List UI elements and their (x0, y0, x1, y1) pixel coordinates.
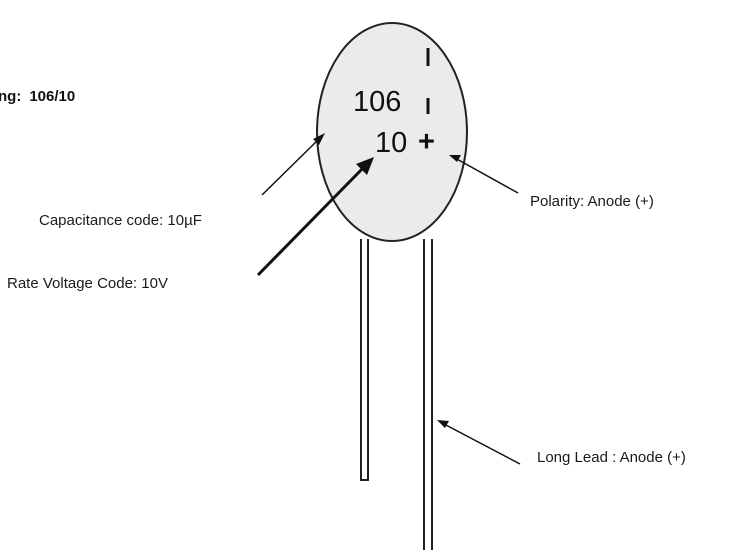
marking-text: ng: 106/10 (0, 88, 75, 105)
long-lead (423, 239, 433, 550)
voltage-code-on-body: 10 (375, 127, 408, 159)
long-lead-arrowhead (437, 420, 449, 428)
polarity-arrowhead (449, 155, 461, 162)
voltage-label: Rate Voltage Code: 10V (7, 275, 168, 292)
capacitance-arrowhead (313, 133, 325, 145)
polarity-plus-sign: + (418, 126, 435, 158)
capacitance-label: Capacitance code: 10µF (39, 212, 202, 229)
polarity-label: Polarity: Anode (+) (530, 193, 654, 210)
capacitor-body (316, 22, 468, 242)
capacitance-leader-line (261, 136, 322, 196)
polarity-leader-line (454, 157, 519, 194)
voltage-arrowhead (356, 157, 374, 175)
annotation-arrows (256, 133, 521, 465)
marking-value: 106/10 (29, 88, 76, 105)
long-lead-leader-line (443, 423, 521, 465)
capacitance-code-on-body: 106 (353, 86, 402, 118)
voltage-leader-line (256, 163, 368, 277)
long-lead-label: Long Lead : Anode (+) (537, 449, 686, 466)
marking-label-fragment: ng: (0, 88, 22, 105)
short-lead (360, 239, 369, 481)
capacitor-leads (360, 239, 433, 550)
